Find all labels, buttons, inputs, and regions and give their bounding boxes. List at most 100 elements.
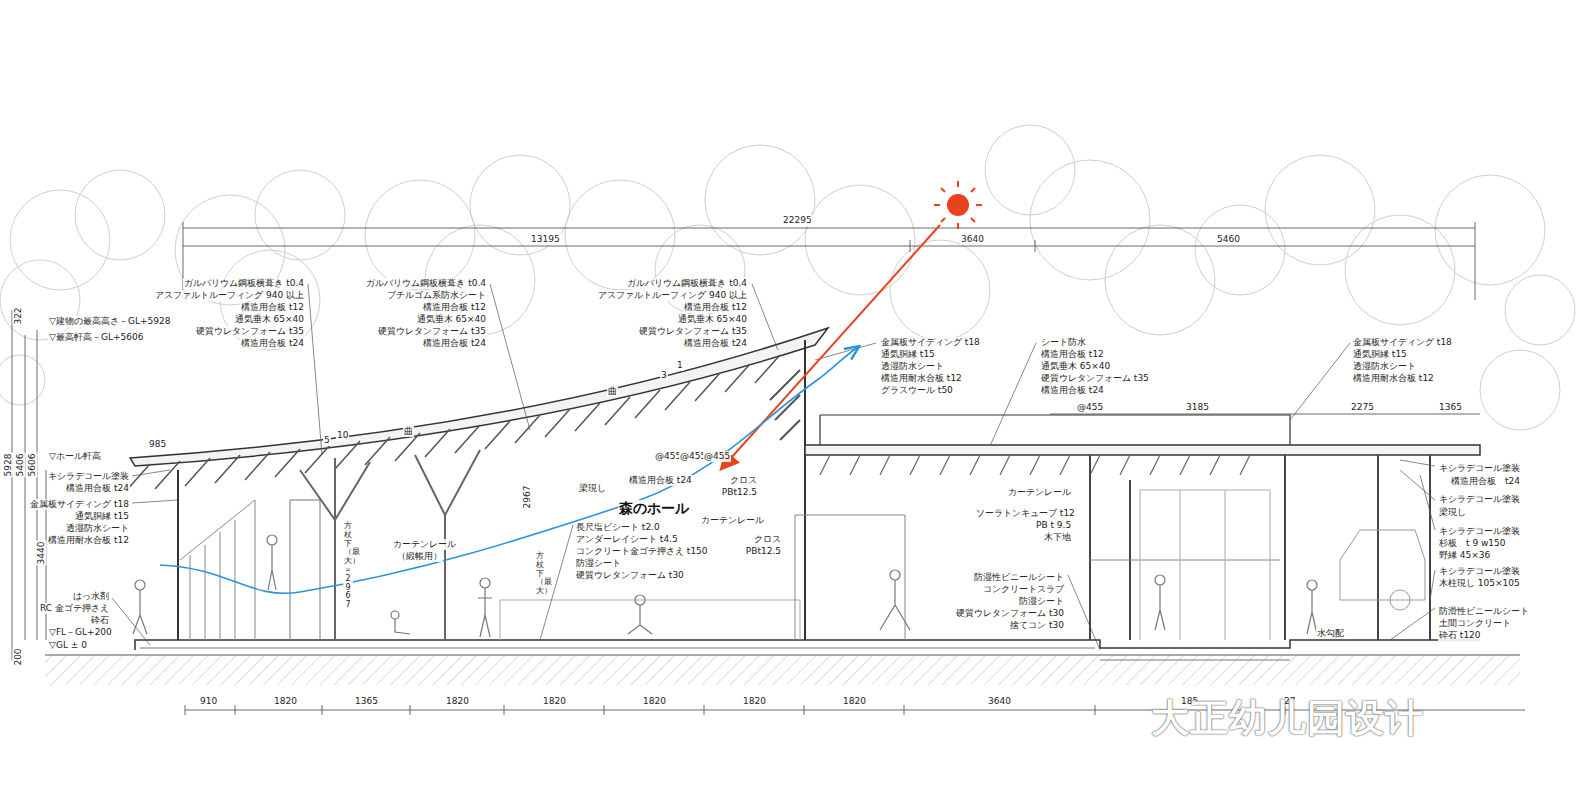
room-name: 森のホール (618, 500, 690, 516)
pitch-label: @455 (703, 451, 731, 462)
dimension-label: 2967 (522, 485, 533, 510)
spec-note: 防湿シート (1018, 596, 1065, 607)
dimension-label: 3440 (36, 541, 47, 566)
slope-label: 5 (323, 435, 331, 446)
dimension-label: 1820 (273, 696, 298, 707)
spec-note: 構造用合板 t24 (1450, 476, 1521, 487)
spec-note: クロス (753, 534, 782, 545)
spec-note: 通気胴縁 t15 (74, 511, 130, 522)
spec-note: 捨てコン t30 (1009, 620, 1065, 631)
tree-canopy (0, 125, 1575, 430)
spec-note: キシラデコール塗装 (1438, 494, 1521, 505)
level-label: ▽GL ± 0 (48, 640, 88, 651)
dimension-label: 985 (148, 439, 167, 450)
spec-note: 構造用合板 t24 (628, 475, 693, 486)
spec-note: 構造用合板 t24 (683, 338, 748, 349)
dimension-label: 2275 (1350, 402, 1375, 413)
spec-note: アンダーレイシート t4.5 (575, 534, 679, 545)
dimension-label: 910 (199, 696, 218, 707)
dimension-label: 5928 (3, 453, 14, 478)
height-note: 方杖下（最大）＝2967 (343, 522, 353, 610)
spec-note: 硬質ウレタンフォーム t35 (377, 326, 487, 337)
spec-note: 硬質ウレタンフォーム t35 (638, 326, 748, 337)
spec-note: 硬質ウレタンフォーム t30 (955, 608, 1065, 619)
dimension-label: 1820 (445, 696, 470, 707)
spec-note: 構造用耐水合板 t12 (1352, 373, 1435, 384)
spec-note: 金属板サイディング t18 (880, 337, 981, 348)
spec-note: 長尺塩ビシート t2.0 (575, 522, 661, 533)
spec-note: 通気垂木 65×40 (1040, 361, 1111, 372)
spec-note: キシラデコール塗装 (1438, 526, 1521, 537)
spec-note: グラスウール t50 (880, 385, 954, 396)
slope-label: 3 (660, 370, 668, 381)
spec-note: 防湿シート (575, 558, 622, 569)
spec-note: コンクリートスラブ (982, 584, 1065, 595)
pitch-label: @455 (654, 451, 682, 462)
spec-note: 野縁 45×36 (1438, 550, 1491, 561)
spec-note: 通気胴縁 t15 (880, 349, 936, 360)
spec-note: カーテンレール (700, 515, 765, 526)
slope-label: 10 (336, 430, 349, 441)
spec-note: 構造用合板 t24 (240, 338, 305, 349)
spec-note: PBt12.5 (721, 487, 758, 498)
slope-label: 曲 (403, 426, 414, 437)
spec-note: 硬質ウレタンフォーム t35 (1040, 373, 1150, 384)
dimension-label: 3640 (987, 696, 1012, 707)
spec-note: 防湿性ビニールシート (973, 572, 1065, 583)
spec-note: 梁現し (578, 483, 607, 494)
dimension-label: 3185 (1185, 402, 1210, 413)
spec-note: はっ水剤 (72, 591, 110, 602)
spec-note: 金属板サイディング t18 (29, 499, 130, 510)
spec-note: キシラデコール塗装 (1438, 463, 1521, 474)
watermark: 大正幼儿园设计 (1150, 696, 1425, 740)
level-label: ▽FL－GL+200 (48, 627, 113, 638)
spec-note: キシラデコール塗装 (47, 471, 130, 482)
spec-note: 土間コンクリート (1438, 618, 1512, 629)
spec-note: クロス (729, 475, 758, 486)
spec-note: 梁現し (1438, 507, 1467, 518)
spec-note: 構造用合板 t12 (683, 302, 748, 313)
spec-note: 構造用合板 t24 (1040, 385, 1105, 396)
spec-note: 防滑性ビニールシート (1438, 606, 1530, 617)
dimension-label: 22295 (782, 215, 813, 226)
level-label: ▽ホール軒高 (48, 451, 102, 462)
spec-note: 木柱現し 105×105 (1438, 578, 1521, 589)
dimension-label: 1820 (542, 696, 567, 707)
spec-note: キシラデコール塗装 (1438, 566, 1521, 577)
dimension-label: 1820 (842, 696, 867, 707)
level-label: ▽建物の最高高さ－GL+5928 (48, 316, 171, 327)
spec-note: 通気垂木 65×40 (416, 314, 487, 325)
dimension-label: 5406 (15, 453, 26, 478)
spec-note: ガルバリウム鋼板横葺き t0.4 (626, 278, 748, 289)
spec-note: 通気垂木 65×40 (234, 314, 305, 325)
slope-label: 曲 (607, 386, 618, 397)
dimension-label: 200 (13, 647, 24, 666)
spec-note: RC 金ゴテ押さえ (39, 603, 110, 614)
slope-label: 1 (676, 360, 684, 371)
dimension-label: 1365 (354, 696, 379, 707)
airflow-arrow (160, 347, 858, 593)
dimension-label: 322 (13, 306, 24, 325)
spec-note: 砕石 t120 (1438, 630, 1482, 641)
spec-note: 砕石 (90, 615, 110, 626)
spec-note: 透湿防水シート (65, 523, 130, 534)
dimension-label: 5606 (27, 453, 38, 478)
spec-note: 金属板サイディング t18 (1352, 337, 1453, 348)
dimension-label: 5460 (1216, 234, 1241, 245)
spec-note: コンクリート金ゴテ押さえ t150 (575, 546, 709, 557)
spec-note: 構造用耐水合板 t12 (47, 535, 130, 546)
spec-note: ブチルゴム系防水シート (386, 290, 487, 301)
spec-note: 構造用耐水合板 t12 (880, 373, 963, 384)
spec-note: カーテンレール (392, 539, 457, 550)
spec-note: ガルバリウム鋼板横葺き t0.4 (183, 278, 305, 289)
spec-note: 木下地 (1043, 532, 1072, 543)
dimension-label: @455 (1076, 402, 1104, 413)
spec-note: 杉板 t 9 w150 (1438, 538, 1507, 549)
spec-note: 構造用合板 t12 (240, 302, 305, 313)
dimension-label: 3640 (960, 234, 985, 245)
dimension-label: 1365 (1438, 402, 1463, 413)
spec-note: 硬質ウレタンフォーム t30 (575, 570, 685, 581)
spec-note: 通気垂木 65×40 (677, 314, 748, 325)
spec-note: シート防水 (1040, 337, 1087, 348)
